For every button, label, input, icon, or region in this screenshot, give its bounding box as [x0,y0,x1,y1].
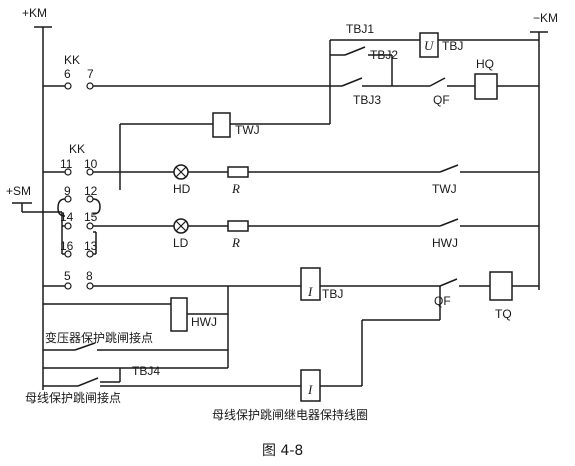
minus-km-rail [530,31,548,290]
hq-coil [474,73,498,100]
contact-14-dot [64,222,72,230]
pin-14: 14 [60,210,74,224]
pin-5: 5 [64,269,71,283]
resistor-r1 [227,166,249,178]
minus-km-label: −KM [533,11,558,25]
tq-coil [489,271,513,301]
tbj-u-label: TBJ [442,39,463,53]
twj-coil [212,112,231,138]
busbar-trip-note: 母线保护跳闸接点 [25,390,121,405]
contact-13-dot [86,250,94,258]
kk-top-label: KK [64,53,80,67]
resistor-r2 [227,220,249,232]
ld-lamp [173,218,189,234]
tbj1-label: TBJ1 [346,22,374,36]
tbj3-label: TBJ3 [353,93,381,107]
contact-5-dot [64,282,72,290]
busbar-relay-note: 母线保护跳闸继电器保持线圈 [212,407,368,422]
contact-12-dot [86,195,94,203]
i-symbol-1: I [307,284,313,299]
hwj-contact-label: HWJ [432,236,458,250]
contact-9-dot [64,195,72,203]
kk-mid-label: KK [69,142,85,156]
contact-16-dot [64,250,72,258]
hq-label: HQ [476,57,494,71]
tbj-u-coil [419,32,439,58]
ld-label: LD [173,236,189,250]
tbj2-label: TBJ2 [370,48,398,62]
contact-8-dot [86,282,94,290]
i-symbol-2: I [307,382,313,397]
r1-label: R [231,181,240,196]
qf-top-label: QF [433,93,450,107]
hd-label: HD [173,182,191,196]
plus-sm-rail [12,202,63,242]
plus-sm-label: +SM [6,184,31,198]
plus-km-rail [34,26,52,390]
contact-11-dot [64,168,72,176]
pin-8: 8 [86,269,93,283]
hwj-coil-label: HWJ [191,315,217,329]
figure-caption: 图 4-8 [262,443,303,459]
pin-15: 15 [84,210,98,224]
u-symbol: U [424,38,435,53]
tq-label: TQ [495,307,512,321]
hd-lamp [173,164,189,180]
plus-km-label: +KM [22,6,47,20]
tbj-i-label: TBJ [322,287,343,301]
contact-15-dot [86,222,94,230]
contact-6-dot [64,82,72,90]
tbj4-label: TBJ4 [132,364,160,378]
transformer-trip-note: 变压器保护跳闸接点 [45,330,153,345]
pin-12: 12 [84,184,98,198]
pin-9: 9 [64,184,71,198]
twj-contact-label: TWJ [432,182,457,196]
contact-7-dot [86,82,94,90]
pin-10: 10 [84,157,98,171]
hwj-coil [170,297,188,332]
pin-7: 7 [87,67,94,81]
qf-bottom-label: QF [434,294,451,308]
twj-coil-label: TWJ [235,123,260,137]
tbj-i-coil [300,267,321,301]
pin-11: 11 [60,157,73,171]
pin-6: 6 [64,67,71,81]
pin-13: 13 [84,239,98,253]
pin-16: 16 [60,239,74,253]
contact-10-dot [86,168,94,176]
r2-label: R [231,235,240,250]
